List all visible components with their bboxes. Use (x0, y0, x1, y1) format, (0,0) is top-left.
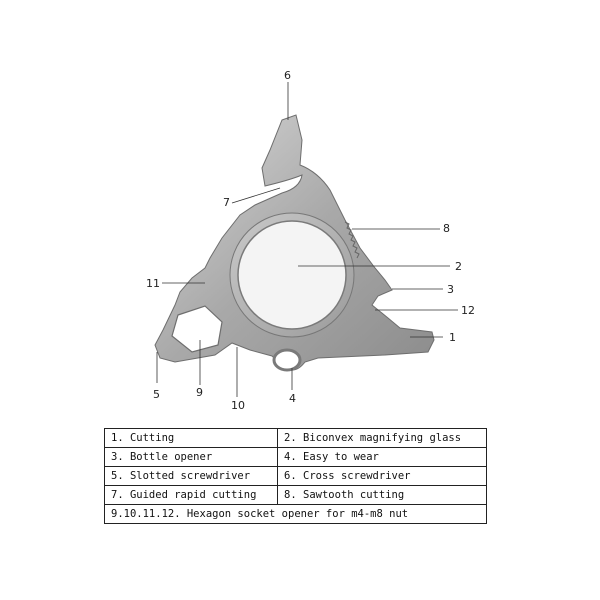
callout-4: 4 (289, 392, 296, 405)
legend-cell: 4. Easy to wear (277, 447, 487, 467)
multitool-body (154, 114, 435, 372)
legend-table: 1. Cutting 2. Biconvex magnifying glass … (103, 428, 487, 524)
callout-1: 1 (449, 331, 456, 344)
callout-7: 7 (223, 196, 230, 209)
callout-12: 12 (461, 304, 475, 317)
legend-cell: 8. Sawtooth cutting (277, 485, 487, 505)
hexagon-socket (171, 305, 223, 353)
callout-6: 6 (284, 69, 291, 82)
legend-cell: 5. Slotted screwdriver (103, 466, 279, 486)
leader-lines (156, 82, 458, 397)
legend-row: 3. Bottle opener 4. Easy to wear (103, 447, 487, 467)
callout-3: 3 (447, 283, 454, 296)
legend-row-hexagon: 9.10.11.12. Hexagon socket opener for m4… (104, 504, 487, 524)
legend-cell: 1. Cutting (103, 428, 279, 448)
legend-row: 1. Cutting 2. Biconvex magnifying glass (103, 428, 487, 448)
legend-cell: 3. Bottle opener (103, 447, 279, 467)
callout-11: 11 (146, 277, 160, 290)
legend-cell: 7. Guided rapid cutting (103, 485, 279, 505)
callout-2: 2 (455, 260, 462, 273)
callout-10: 10 (231, 399, 245, 412)
lanyard-loop (272, 348, 302, 372)
legend-cell: 6. Cross screwdriver (277, 466, 487, 486)
callout-5: 5 (153, 388, 160, 401)
callout-numbers: 6 7 8 2 3 12 1 11 5 9 10 4 (146, 69, 475, 412)
legend-row: 5. Slotted screwdriver 6. Cross screwdri… (103, 466, 487, 486)
sawtooth-edge (344, 221, 360, 259)
callout-8: 8 (443, 222, 450, 235)
legend-cell: 2. Biconvex magnifying glass (277, 428, 487, 448)
legend-cell-hexagon: 9.10.11.12. Hexagon socket opener for m4… (104, 504, 487, 524)
legend-row: 7. Guided rapid cutting 8. Sawtooth cutt… (103, 485, 487, 505)
callout-9: 9 (196, 386, 203, 399)
magnifying-glass (237, 220, 347, 330)
